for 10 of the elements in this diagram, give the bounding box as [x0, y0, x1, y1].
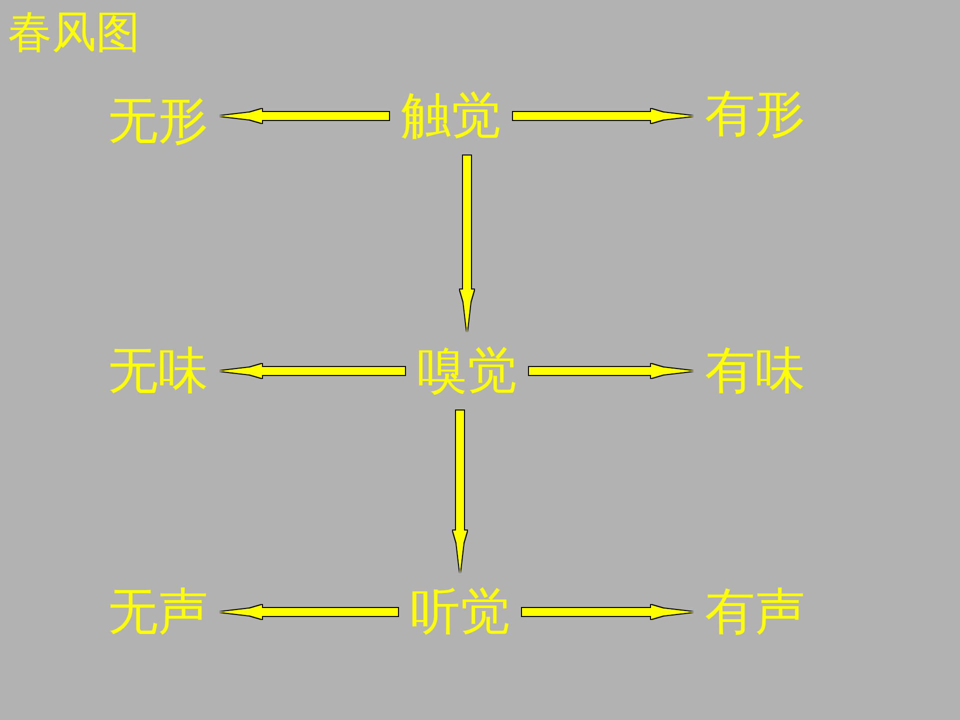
- concept-label: 有形: [705, 86, 805, 142]
- concept-label: 有味: [705, 344, 805, 398]
- concept-label: 有声: [705, 584, 805, 640]
- diagram-title: 春风图: [8, 9, 140, 58]
- concept-label: 无声: [108, 584, 208, 640]
- concept-label: 嗅觉: [417, 344, 517, 398]
- concept-label: 无味: [108, 344, 208, 398]
- concept-label: 无形: [108, 94, 208, 148]
- concept-label: 听觉: [410, 584, 510, 640]
- concept-label: 触觉: [401, 88, 501, 144]
